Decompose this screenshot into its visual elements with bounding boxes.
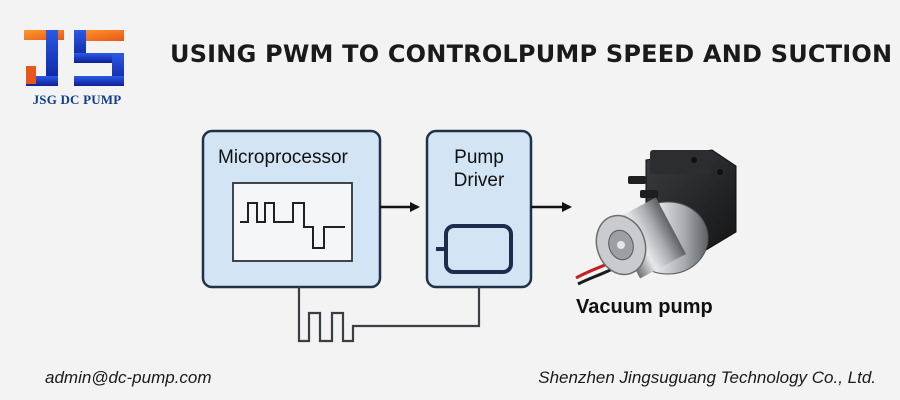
pwm-signal-wire — [297, 287, 481, 343]
contact-email: admin@dc-pump.com — [45, 368, 212, 387]
driver-chip — [444, 224, 513, 274]
vacuum-pump-label: Vacuum pump — [576, 296, 713, 318]
company-name: Shenzhen Jingsuguang Technology Co., Ltd… — [538, 368, 876, 387]
pump-driver-label-line2: Driver — [453, 170, 505, 191]
pwm-waveform-display — [240, 202, 345, 249]
logo-text: JSG DC PUMP — [32, 92, 122, 107]
microprocessor-label: Microprocessor — [218, 147, 348, 168]
page-title: USING PWM TO CONTROLPUMP SPEED AND SUCTI… — [170, 40, 893, 68]
pump-driver-label: Pump Driver — [438, 146, 520, 192]
jsg-logo — [24, 30, 124, 86]
pump-driver-label-line1: Pump — [454, 147, 504, 168]
vacuum-pump-image — [575, 149, 737, 286]
